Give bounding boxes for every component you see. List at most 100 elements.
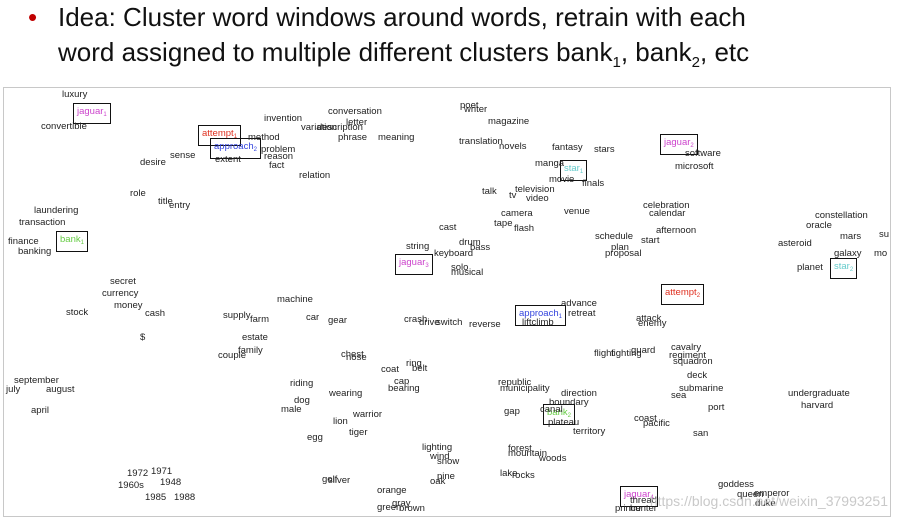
word-label: method: [248, 132, 280, 143]
word-label: farm: [250, 314, 269, 325]
sense-box-jaguar-1: jaguar1: [73, 103, 111, 124]
word-label: celebration: [643, 200, 690, 211]
word-label: tape: [494, 218, 513, 229]
word-label: july: [6, 384, 21, 395]
word-label: oak: [430, 476, 446, 487]
word-label: direction: [561, 388, 597, 399]
word-label: problem: [261, 144, 296, 155]
word-label: pacific: [643, 418, 670, 429]
word-label: family: [238, 345, 263, 356]
word-label: machine: [277, 294, 313, 305]
sense-box-jaguar-3: jaguar3: [395, 254, 433, 275]
word-label: orange: [377, 485, 407, 496]
word-label: luxury: [62, 89, 88, 100]
word-label: tv: [509, 190, 517, 201]
word-label: sea: [671, 390, 687, 401]
word-label: flash: [514, 223, 535, 234]
word-label: territory: [573, 426, 606, 437]
word-label: thread: [630, 495, 657, 506]
word-label: laundering: [34, 205, 79, 216]
word-label: banking: [18, 246, 52, 257]
word-label: april: [31, 405, 49, 416]
word-label: 1960s: [118, 480, 144, 491]
watermark: https://blog.csdn.net/weixin_37993251: [649, 493, 888, 509]
word-label: fantasy: [552, 142, 583, 153]
word-label: crash: [404, 314, 428, 325]
word-label: duke: [755, 498, 776, 509]
word-label: video: [526, 193, 549, 204]
word-label: 1988: [174, 492, 196, 503]
word-label: constellation: [815, 210, 868, 221]
word-label: keyboard: [434, 248, 474, 259]
word-label: fact: [269, 160, 285, 171]
word-label: talk: [482, 186, 497, 197]
bullet-marker: •: [28, 2, 38, 32]
word-label: harvard: [801, 400, 834, 411]
word-label: poet: [460, 100, 479, 111]
word-label: 1971: [151, 466, 173, 477]
word-label: hunter: [630, 503, 657, 514]
word-label: male: [281, 404, 302, 415]
word-label: extent: [215, 154, 241, 165]
word-label: estate: [242, 332, 268, 343]
word-label: republic: [498, 377, 532, 388]
word-label: sense: [170, 150, 196, 161]
word-label: retreat: [568, 308, 596, 319]
word-label: belt: [412, 363, 428, 374]
word-label: drive: [419, 317, 440, 328]
word-label: pine: [437, 471, 455, 482]
word-label: brown: [399, 503, 425, 514]
word-label: supply: [223, 310, 251, 321]
word-label: letter: [346, 117, 368, 128]
word-label: microsoft: [675, 161, 714, 172]
word-label: plan: [611, 242, 629, 253]
word-label: submarine: [679, 383, 724, 394]
word-label: woods: [539, 453, 567, 464]
word-label: writer: [464, 104, 488, 115]
word-label: television: [515, 184, 555, 195]
word-label: enemy: [638, 318, 667, 329]
word-label: coast: [634, 413, 657, 424]
word-label: entry: [169, 200, 191, 211]
word-label: deck: [687, 370, 708, 381]
word-label: venue: [564, 206, 590, 217]
word-label: role: [130, 188, 146, 199]
sense-box-approach-2: approach2: [210, 138, 261, 159]
word-label: tiger: [349, 427, 368, 438]
sense-box-jaguar-2: jaguar2: [660, 134, 698, 155]
word-label: lion: [333, 416, 348, 427]
word-label: stars: [594, 144, 615, 155]
word-label: egg: [307, 432, 323, 443]
word-label: gap: [504, 406, 520, 417]
sense-box-bank-1: bank1: [56, 231, 88, 252]
word-label: flight: [594, 348, 615, 359]
word-label: convertible: [41, 121, 87, 132]
word-label: silver: [328, 475, 351, 486]
word-embedding-plot: jaguar1 attempt1 approach2 jaguar2 star1…: [3, 87, 891, 517]
word-label: undergraduate: [788, 388, 850, 399]
word-label: canal: [540, 404, 563, 415]
word-label: regiment: [669, 350, 706, 361]
sense-box-jaguar-4: jaguar4: [620, 486, 658, 507]
word-label: warrior: [353, 409, 383, 420]
word-label: lake: [500, 468, 518, 479]
word-label: bass: [470, 242, 491, 253]
word-label: switch: [436, 317, 463, 328]
word-label: start: [641, 235, 660, 246]
word-label: su: [879, 229, 890, 240]
bullet-line-1: Idea: Cluster word windows around words,…: [58, 2, 746, 32]
word-label: software: [685, 148, 721, 159]
word-label: port: [708, 402, 725, 413]
word-label: currency: [102, 288, 139, 299]
word-label: schedule: [595, 231, 634, 242]
word-label: calendar: [649, 208, 686, 219]
word-label: nose: [346, 352, 367, 363]
word-label: mountain: [508, 448, 548, 459]
word-label: car: [306, 312, 320, 323]
word-label: ring: [406, 358, 422, 369]
word-label: phrase: [338, 132, 368, 143]
sense-box-bank-2: bank2: [543, 404, 575, 425]
word-label: manga: [535, 158, 565, 169]
word-label: invention: [264, 113, 303, 124]
word-label: 1972: [127, 468, 149, 479]
